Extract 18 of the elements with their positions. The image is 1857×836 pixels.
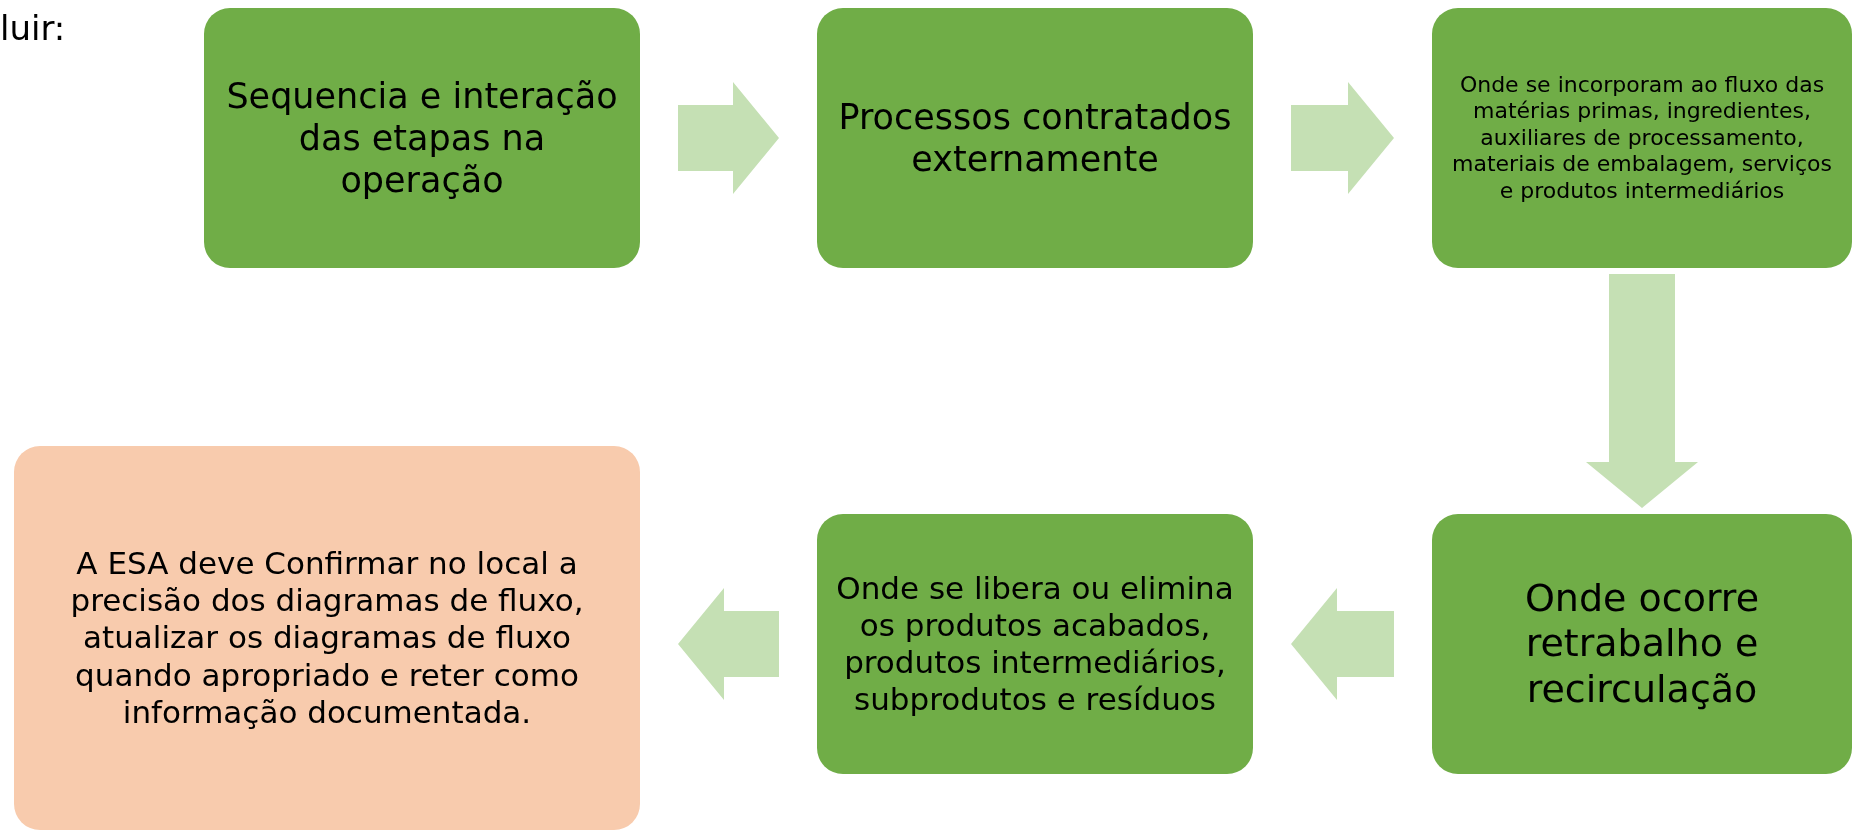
box-text: Processos contratados externamente <box>837 96 1233 180</box>
block-arrow <box>1586 274 1698 508</box>
heading-fragment: luir: <box>0 8 66 48</box>
block-arrow <box>678 588 779 700</box>
process-box <box>817 514 1253 774</box>
process-box <box>14 446 640 830</box>
block-arrow <box>1291 588 1394 700</box>
box-text: A ESA deve Confirmar no local a precisão dos diagramas de fluxo, atualizar os diagramas de fluxo quando apropriado e reter como informação documentada. <box>69 545 585 731</box>
process-box <box>817 8 1253 268</box>
block-arrow <box>1291 82 1394 194</box>
box-text: Onde se incorporam ao fluxo das matérias primas, ingredientes, auxiliares de processamento, materiais de embalagem, serviços e produtos intermediários <box>1451 72 1833 204</box>
box-text: Onde ocorre retrabalho e recirculação <box>1523 575 1761 713</box>
box-text: Sequencia e interação das etapas na operação <box>225 75 619 201</box>
block-arrow <box>678 82 779 194</box>
process-box <box>1432 8 1852 268</box>
box-text: Onde se libera ou elimina os produtos acabados, produtos intermediários, subprodutos e resíduos <box>835 569 1235 719</box>
process-box <box>1432 514 1852 774</box>
process-box <box>204 8 640 268</box>
